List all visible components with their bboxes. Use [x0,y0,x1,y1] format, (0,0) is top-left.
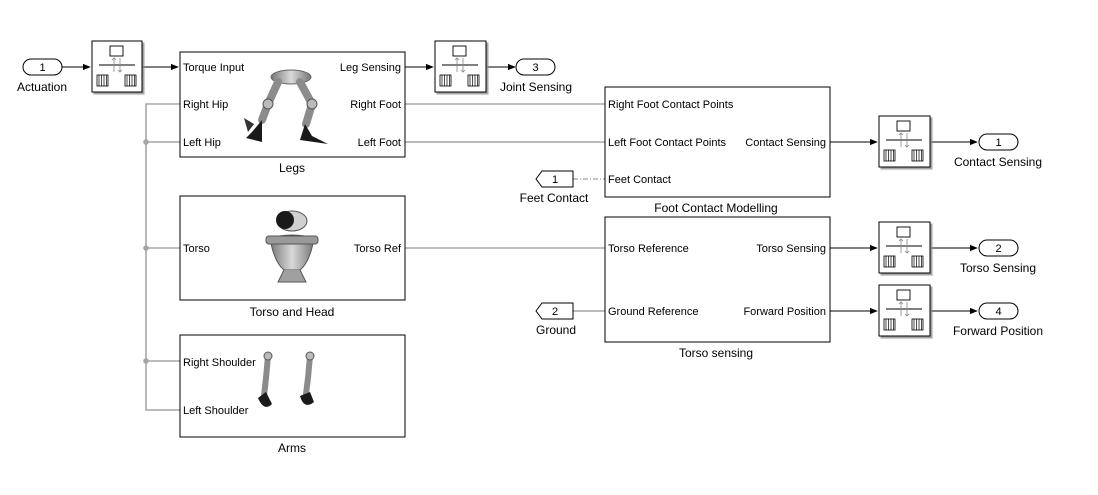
port-forward-position: Forward Position [743,306,826,318]
arms-robot-icon [258,351,315,407]
inport-feet-contact[interactable]: 1 Feet Contact [520,170,589,205]
port-number: 1 [39,62,45,74]
inport-label: Actuation [17,80,67,94]
converter-block-torso-sensing[interactable] [878,221,931,274]
port-leg-sensing: Leg Sensing [340,62,401,74]
port-right-foot-contact-points: Right Foot Contact Points [608,99,734,111]
converter-block-forward-position[interactable] [878,284,931,337]
port-torso-reference: Torso Reference [608,243,689,255]
inport-actuation[interactable]: 1 Actuation [17,58,67,94]
converter-icon [883,226,924,268]
converter-icon [883,289,924,331]
inport-label: Ground [536,323,576,337]
torso-robot-icon [265,210,319,283]
foot-contact-modelling-subsystem[interactable]: Right Foot Contact Points Left Foot Cont… [604,86,831,215]
port-torque-input: Torque Input [183,62,244,74]
outport-torso-sensing[interactable]: 2 Torso Sensing [960,239,1036,275]
port-torso-ref: Torso Ref [354,243,402,255]
port-left-shoulder: Left Shoulder [183,405,249,417]
outport-label: Forward Position [953,324,1043,338]
port-right-hip: Right Hip [183,99,228,111]
port-left-foot-contact-points: Left Foot Contact Points [608,137,727,149]
converter-block-actuation[interactable] [91,40,143,93]
arms-subsystem[interactable]: Right Shoulder Left Shoulder Arms [179,334,406,455]
port-number: 3 [532,62,538,74]
block-name: Torso sensing [679,346,753,360]
converter-block-joint-sensing[interactable] [434,40,487,93]
legs-robot-icon [244,69,328,144]
port-right-foot: Right Foot [350,99,401,111]
inport-ground[interactable]: 2 Ground [535,302,576,337]
physical-connections [143,103,605,411]
block-name: Foot Contact Modelling [654,201,777,215]
outport-contact-sensing[interactable]: 1 Contact Sensing [954,133,1042,169]
outport-joint-sensing[interactable]: 3 Joint Sensing [500,58,572,94]
torso-sensing-subsystem[interactable]: Torso Reference Ground Reference Torso S… [604,216,831,360]
port-number: 1 [995,137,1001,149]
outport-forward-position[interactable]: 4 Forward Position [953,302,1043,338]
block-name: Torso and Head [250,305,335,319]
port-ground-reference: Ground Reference [608,306,699,318]
torso-head-subsystem[interactable]: Torso Torso Ref Torso and Head [179,195,406,319]
outport-label: Torso Sensing [960,261,1036,275]
port-left-hip: Left Hip [183,137,221,149]
port-torso-sensing: Torso Sensing [756,243,826,255]
port-number: 2 [995,243,1001,255]
converter-icon [96,45,137,87]
inport-label: Feet Contact [520,191,589,205]
outport-label: Contact Sensing [954,155,1042,169]
outport-label: Joint Sensing [500,80,572,94]
port-right-shoulder: Right Shoulder [183,357,256,369]
signal-connections [62,63,978,315]
port-left-foot: Left Foot [358,137,401,149]
converter-icon [439,45,480,87]
converter-block-contact-sensing[interactable] [878,115,931,168]
port-number: 2 [552,306,558,318]
port-contact-sensing: Contact Sensing [745,137,826,149]
legs-subsystem[interactable]: Torque Input Right Hip Left Hip Leg Sens… [179,51,406,175]
port-number: 4 [995,306,1001,318]
port-feet-contact: Feet Contact [608,174,671,186]
block-name: Legs [279,161,305,175]
block-name: Arms [278,441,306,455]
port-torso: Torso [183,243,210,255]
converter-icon [883,120,924,162]
port-number: 1 [552,174,558,186]
